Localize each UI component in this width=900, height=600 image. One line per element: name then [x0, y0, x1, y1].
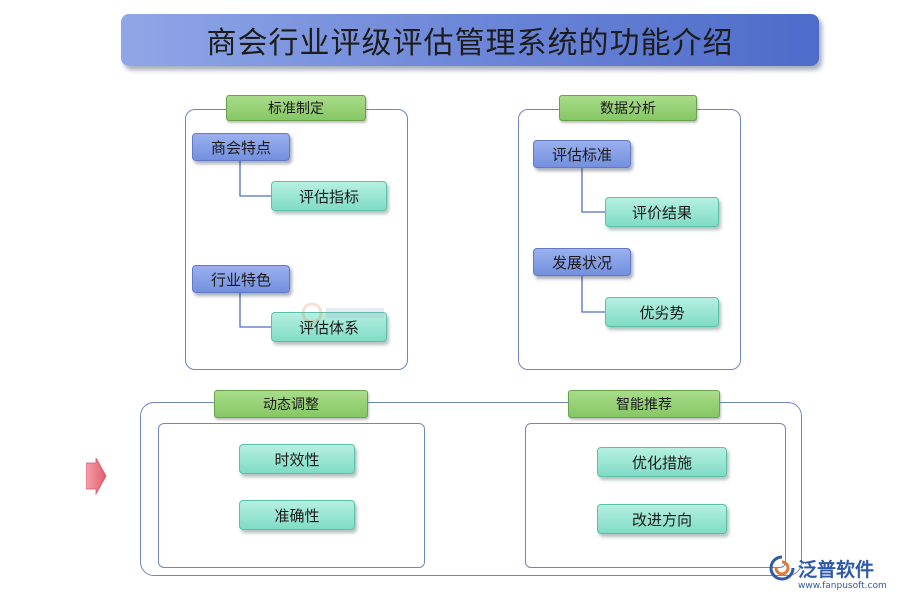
node-evaluation-result: 评价结果 [605, 197, 719, 227]
panel-dynamic [158, 423, 425, 568]
node-merchant-features: 商会特点 [192, 133, 290, 161]
node-evaluation-index: 评估指标 [271, 181, 387, 211]
node-improvement-direction: 改进方向 [597, 504, 727, 534]
panel-smart [525, 423, 786, 568]
page-title: 商会行业评级评估管理系统的功能介绍 [206, 26, 734, 61]
connector-industry-to-system [239, 292, 271, 328]
title-banner: 商会行业评级评估管理系统的功能介绍 [121, 14, 819, 66]
header-analysis-label: 数据分析 [600, 101, 656, 117]
node-improvement-direction-label: 改进方向 [631, 510, 692, 529]
node-development-status: 发展状况 [533, 248, 631, 276]
node-accuracy-label: 准确性 [274, 506, 320, 525]
header-standard: 标准制定 [226, 95, 366, 121]
node-merchant-features-label: 商会特点 [210, 138, 271, 157]
arrow-right-icon [86, 458, 107, 496]
header-standard-label: 标准制定 [268, 101, 324, 117]
brand-url: www.fanpusoft.com [798, 581, 887, 591]
node-evaluation-system-label: 评估体系 [298, 318, 359, 337]
node-accuracy: 准确性 [239, 500, 355, 530]
header-analysis: 数据分析 [559, 95, 697, 121]
connector-merchant-to-index [239, 160, 271, 197]
node-industry-features-label: 行业特色 [210, 270, 271, 289]
node-timeliness: 时效性 [239, 444, 355, 474]
panel-bottom-outer [140, 402, 802, 576]
node-evaluation-index-label: 评估指标 [298, 187, 359, 206]
connector-development-to-swot [581, 276, 605, 313]
node-development-status-label: 发展状况 [551, 253, 612, 272]
header-dynamic-label: 动态调整 [263, 397, 319, 413]
node-optimization-measures-label: 优化措施 [631, 453, 692, 472]
node-evaluation-criteria: 评估标准 [533, 140, 631, 168]
brand-logo: 泛普软件 www.fanpusoft.com [769, 555, 894, 595]
node-optimization-measures: 优化措施 [597, 447, 727, 477]
watermark-logo-icon [301, 302, 384, 324]
node-industry-features: 行业特色 [192, 265, 290, 293]
node-strengths-weaknesses-label: 优劣势 [639, 303, 685, 322]
node-strengths-weaknesses: 优劣势 [605, 297, 719, 327]
node-evaluation-result-label: 评价结果 [631, 203, 692, 222]
node-evaluation-system: 评估体系 [271, 312, 387, 342]
node-timeliness-label: 时效性 [274, 450, 320, 469]
header-dynamic: 动态调整 [214, 390, 368, 418]
header-smart: 智能推荐 [568, 390, 720, 418]
fanpu-logo-icon [769, 555, 795, 581]
brand-name: 泛普软件 [798, 559, 875, 581]
connector-criteria-to-result [581, 168, 605, 213]
header-smart-label: 智能推荐 [616, 397, 672, 413]
node-evaluation-criteria-label: 评估标准 [551, 145, 612, 164]
